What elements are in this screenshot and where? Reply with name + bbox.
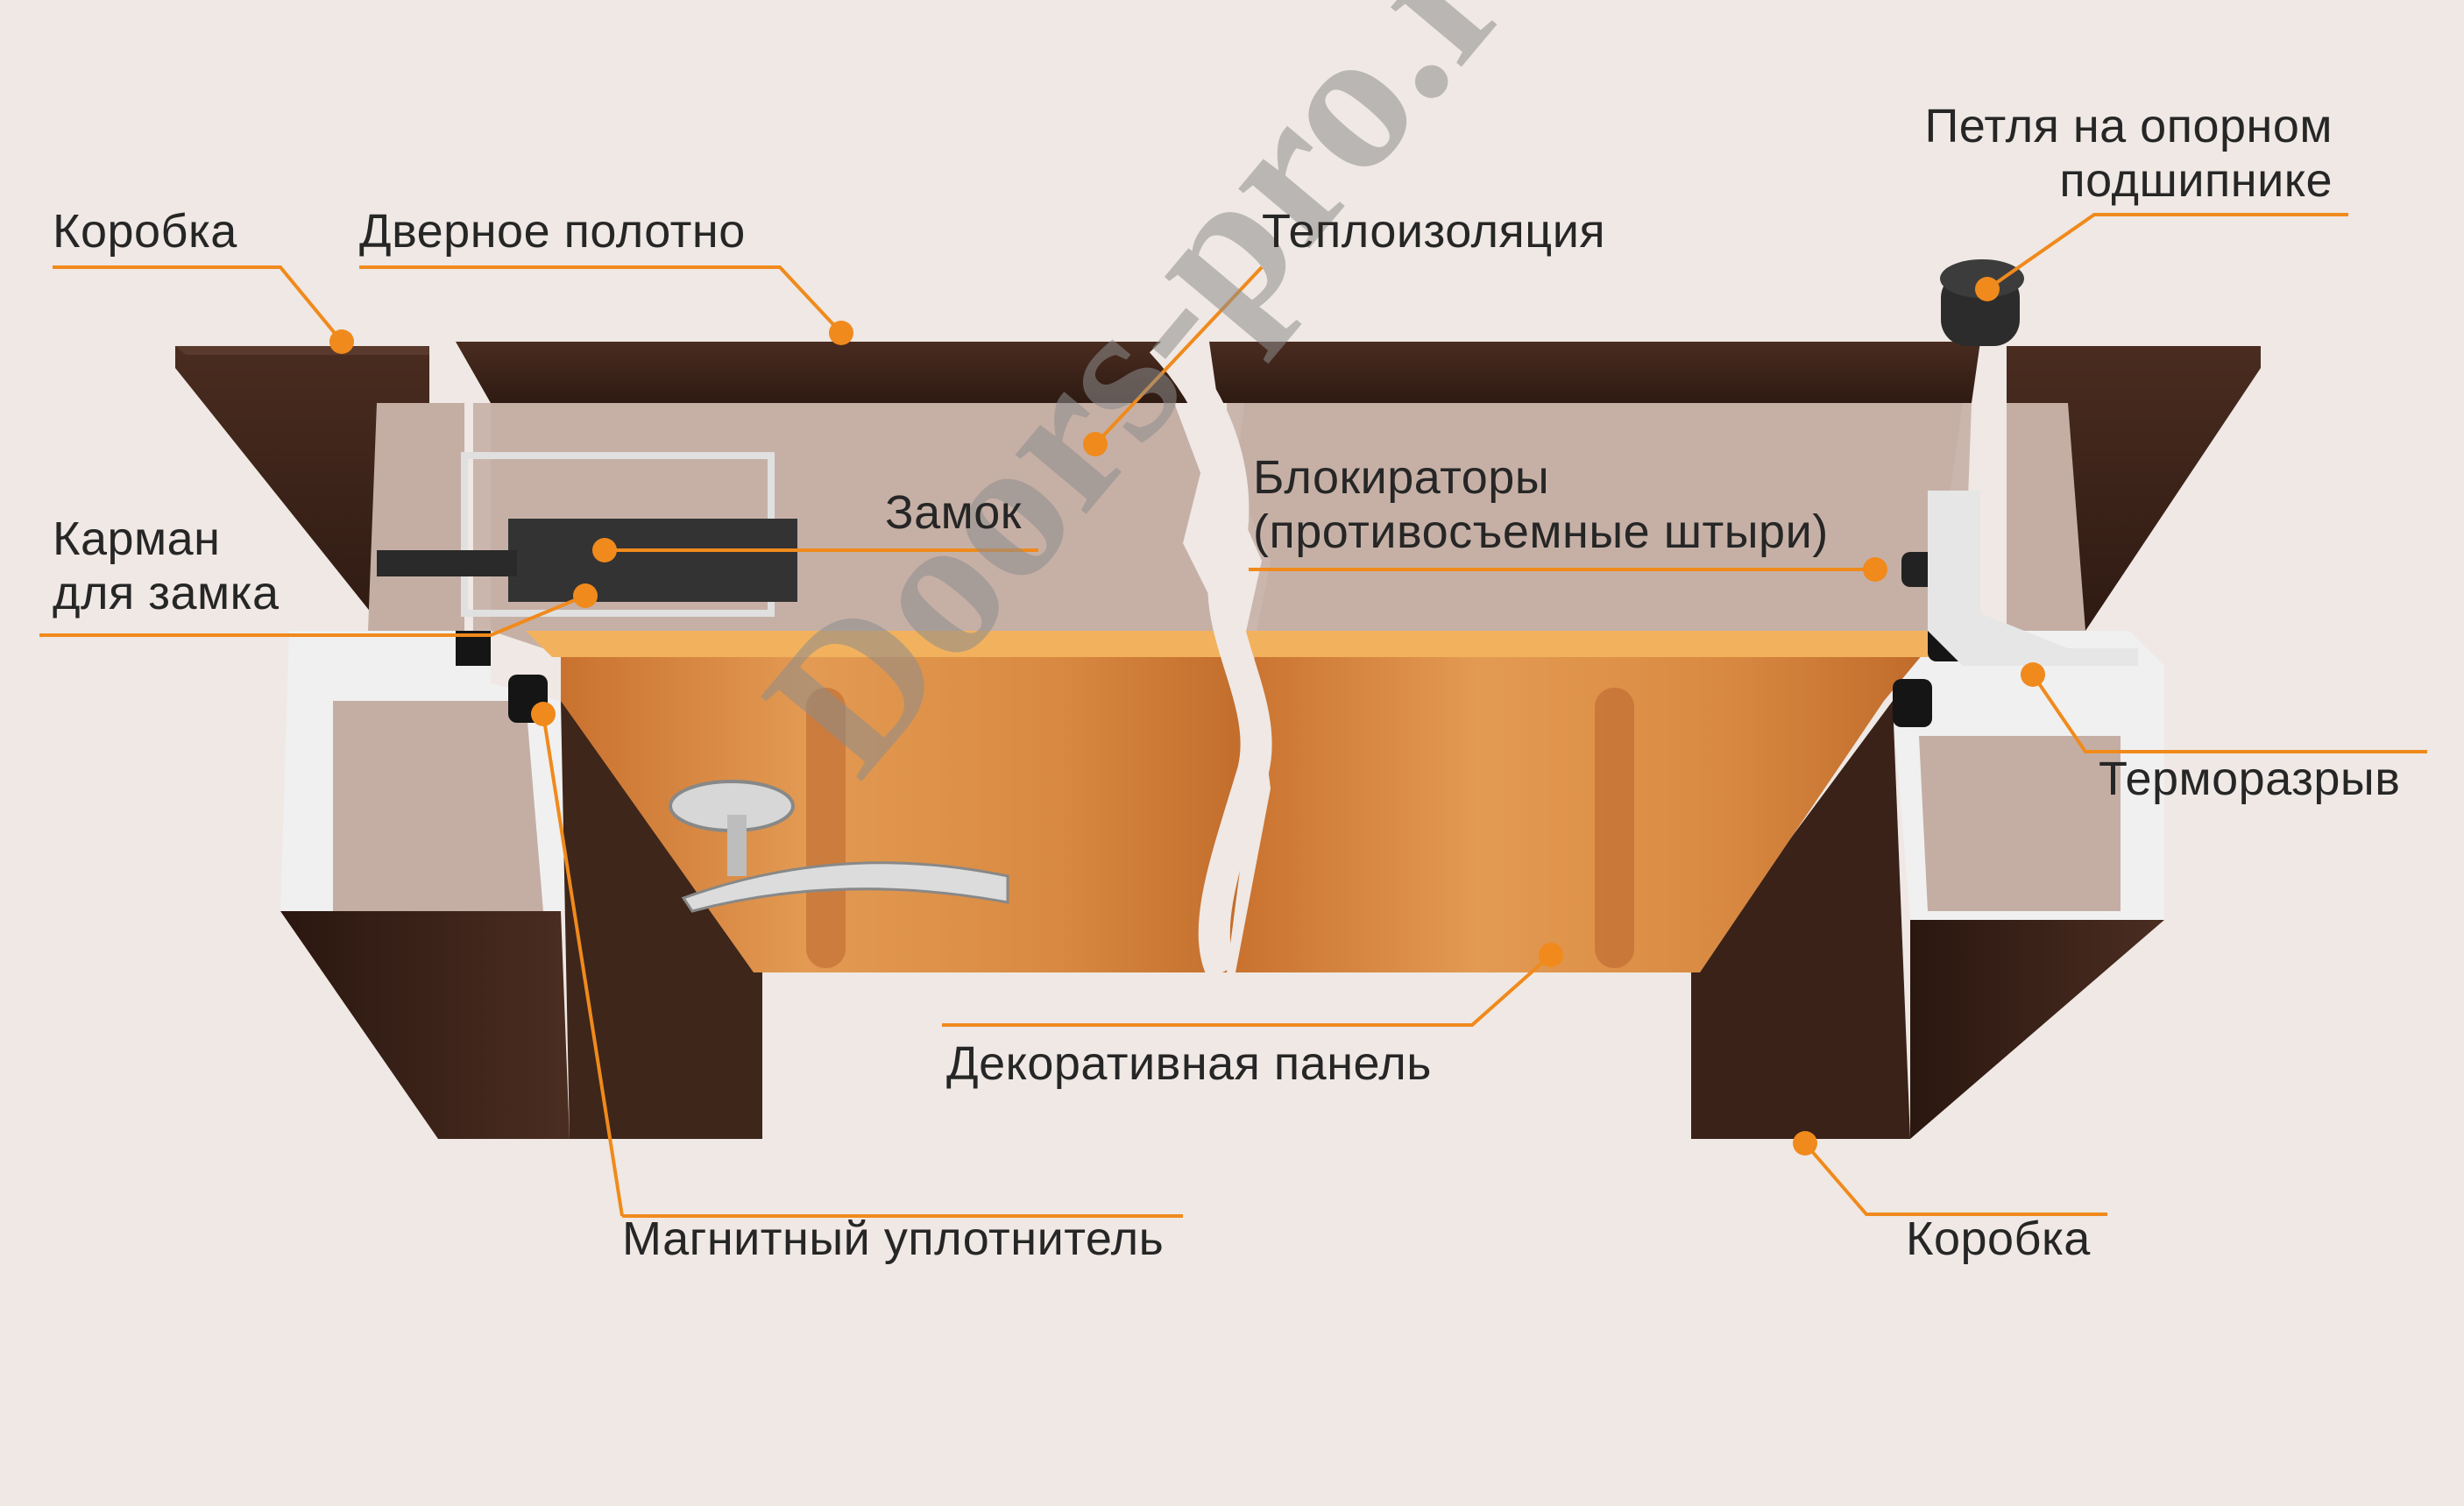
label-hinge-line1: Петля на опорном [1924, 99, 2333, 153]
label-lock-pocket-line2: для замка [53, 566, 280, 620]
label-decor-panel: Декоративная панель [946, 1036, 1432, 1091]
label-thermal-break: Терморазрыв [2099, 752, 2400, 806]
label-frame-bottom-right: Коробка [1906, 1212, 2091, 1266]
label-lock-pocket-line1: Карман [53, 512, 280, 566]
label-blockers: Блокираторы (противосъемные штыри) [1253, 450, 1829, 559]
label-door-leaf: Дверное полотно [359, 204, 746, 258]
label-lock: Замок [885, 485, 1022, 540]
label-blockers-line1: Блокираторы [1253, 450, 1829, 505]
label-insulation: Теплоизоляция [1262, 204, 1605, 258]
label-lock-pocket: Карман для замка [53, 512, 280, 620]
right-frame-top [2007, 346, 2261, 631]
label-blockers-line2: (противосъемные штыри) [1253, 505, 1829, 559]
label-hinge-line2: подшипнике [1924, 153, 2333, 208]
label-magnetic-seal: Магнитный уплотнитель [622, 1212, 1164, 1266]
label-hinge: Петля на опорном подшипнике [1924, 99, 2333, 208]
label-frame-top-left: Коробка [53, 204, 237, 258]
